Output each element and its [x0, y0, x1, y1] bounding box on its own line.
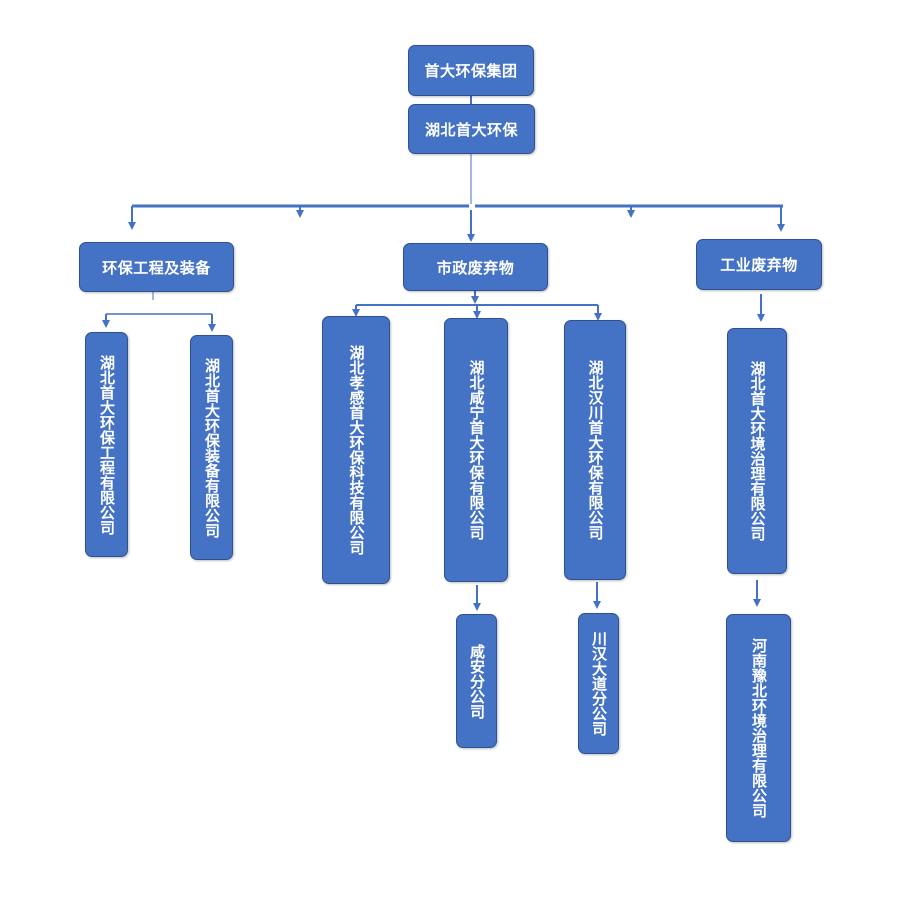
- node-henan-yubei[interactable]: 河南豫北环境治理有限公司: [726, 614, 791, 842]
- node-hubei-equipment[interactable]: 湖北首大环保装备有限公司: [190, 335, 233, 560]
- node-chuanhan-branch[interactable]: 川汉大道分公司: [578, 613, 619, 754]
- node-hubei-engineering[interactable]: 湖北首大环保工程有限公司: [85, 332, 128, 557]
- node-industrial-waste[interactable]: 工业废弃物: [696, 239, 822, 290]
- node-root[interactable]: 首大环保集团: [408, 45, 534, 96]
- node-hanchuan[interactable]: 湖北汉川首大环保有限公司: [564, 320, 626, 580]
- node-municipal-waste[interactable]: 市政废弃物: [403, 243, 548, 291]
- node-xiaogan[interactable]: 湖北孝感首大环保科技有限公司: [322, 316, 390, 584]
- node-xianan-branch[interactable]: 咸安分公司: [456, 614, 497, 748]
- node-hubei[interactable]: 湖北首大环保: [408, 104, 535, 154]
- node-xianning[interactable]: 湖北咸宁首大环保有限公司: [444, 318, 508, 582]
- node-hubei-env-governance[interactable]: 湖北首大环境治理有限公司: [727, 328, 787, 574]
- node-env-engineering[interactable]: 环保工程及装备: [79, 242, 234, 292]
